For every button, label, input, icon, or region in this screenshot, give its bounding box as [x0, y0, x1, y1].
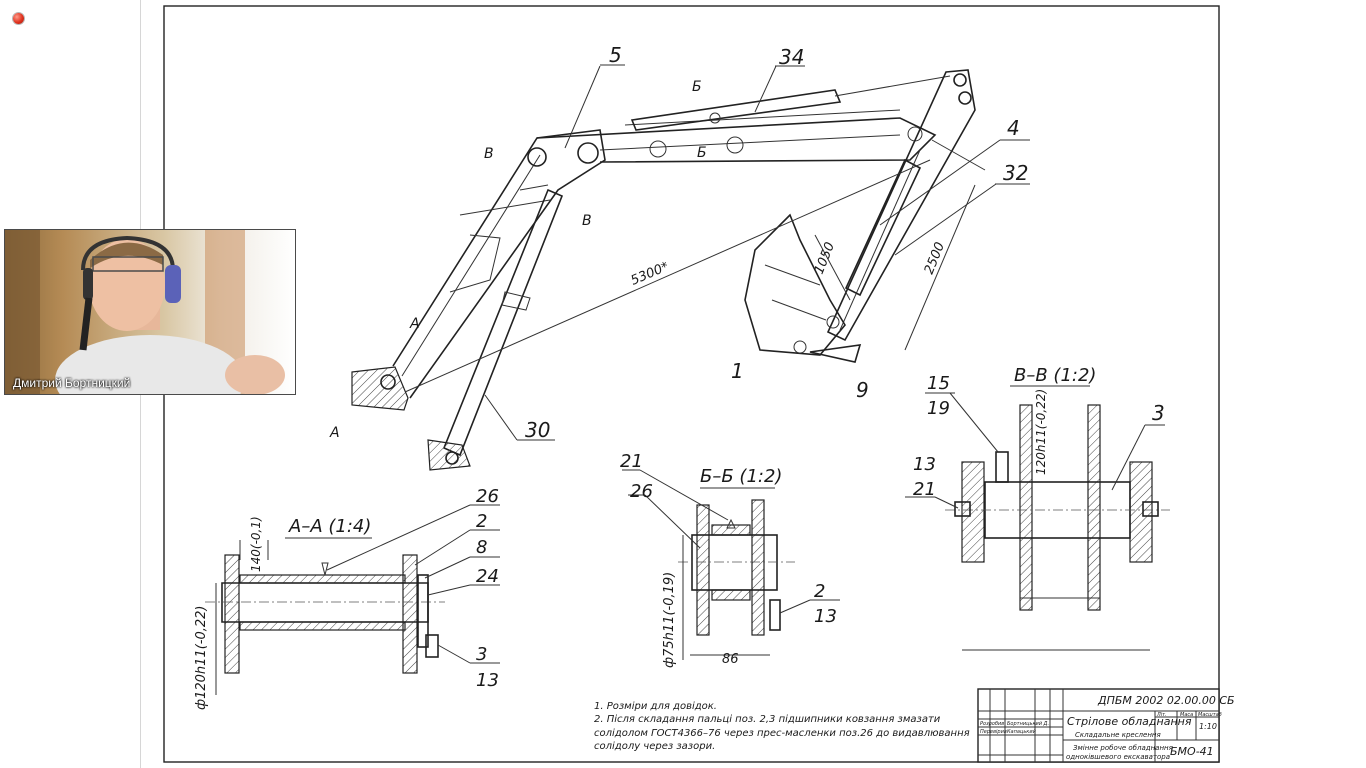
dimension-label: ф120h11(-0,22) — [194, 606, 209, 711]
pos-label: 19 — [927, 398, 950, 419]
title-code: ДПБМ 2002 02.00.00 СБ — [1097, 694, 1235, 707]
dimension-label: 5300* — [629, 259, 672, 288]
pos-label: 21 — [913, 479, 936, 500]
participant-video-tile[interactable]: Дмитрий Бортницкий — [4, 229, 296, 395]
title-scale-label: Масштаб — [1198, 712, 1222, 718]
title-person: Бортницький Д. — [1007, 721, 1049, 727]
pos-label: 8 — [476, 537, 487, 558]
section-bb — [622, 469, 840, 660]
pos-label: 26 — [476, 486, 499, 507]
title-group: БМО-41 — [1170, 745, 1214, 758]
pos-label: 4 — [1007, 116, 1020, 140]
section-mark: Б — [692, 79, 702, 95]
title-desc-1: Змінне робоче обладнання — [1073, 744, 1173, 752]
section-mark: Б — [697, 145, 707, 161]
title-desc-2: одноківшевого екскаватора — [1066, 753, 1170, 761]
participant-name: Дмитрий Бортницкий — [13, 376, 131, 390]
pos-label: 13 — [814, 606, 837, 627]
title-name: Стрілове обладнання — [1067, 715, 1192, 728]
dimension-label: 120h11(-0,22) — [1034, 389, 1048, 475]
pos-label: 32 — [1003, 161, 1028, 185]
dimension-label: 140(-0,1) — [249, 516, 263, 572]
title-lit: Літ. — [1156, 712, 1167, 718]
section-title-bb: Б–Б (1:2) — [700, 466, 782, 487]
title-row: Розробив — [980, 721, 1004, 727]
record-indicator — [13, 13, 24, 24]
pos-label: 2 — [476, 511, 487, 532]
pos-label: 24 — [476, 566, 499, 587]
dimension-label: 86 — [722, 652, 739, 667]
pos-label: 13 — [476, 670, 499, 691]
section-mark: В — [484, 146, 494, 162]
pos-label: 2 — [814, 581, 825, 602]
drawing-labels: 5 34 4 32 1 9 30 3 15 19 13 21 26 2 8 24… — [194, 43, 1235, 761]
section-mark: В — [582, 213, 592, 229]
section-title-vv: В–В (1:2) — [1014, 365, 1096, 386]
leader-lines — [484, 64, 1030, 441]
dimension-label: ф75h11(-0,19) — [662, 572, 677, 668]
title-scale: 1:10 — [1199, 722, 1217, 731]
section-mark: А — [329, 425, 340, 441]
section-mark: А — [409, 316, 420, 332]
pos-label: 21 — [620, 451, 643, 472]
pos-label: 26 — [630, 481, 653, 502]
pos-label: 5 — [609, 43, 622, 67]
section-aa — [205, 504, 500, 695]
note-line: 2. Після складання пальці поз. 2,3 підши… — [594, 713, 941, 725]
pos-label: 15 — [927, 373, 950, 394]
title-person: Капацький — [1007, 729, 1037, 735]
boom-view — [351, 69, 986, 471]
pos-label: 9 — [856, 378, 869, 402]
pos-label: 13 — [913, 454, 936, 475]
note-line: 1. Розміри для довідок. — [594, 700, 717, 712]
pos-label: 34 — [779, 45, 804, 69]
note-line: солідолу через зазори. — [594, 740, 715, 752]
section-title-aa: А–А (1:4) — [288, 516, 371, 537]
pos-label: 30 — [525, 418, 550, 442]
participant-video — [5, 230, 285, 394]
pos-label: 1 — [731, 359, 744, 383]
note-line: солідолом ГОСТ4366–76 через прес-масленк… — [594, 727, 970, 739]
title-subname: Складальне креслення — [1075, 731, 1161, 739]
title-row: Перевірив — [980, 729, 1007, 735]
title-block — [977, 688, 1220, 763]
pos-label: 3 — [1152, 401, 1165, 425]
pos-label: 3 — [476, 644, 487, 665]
title-mass: Маса — [1180, 712, 1193, 718]
section-vv — [905, 385, 1170, 651]
